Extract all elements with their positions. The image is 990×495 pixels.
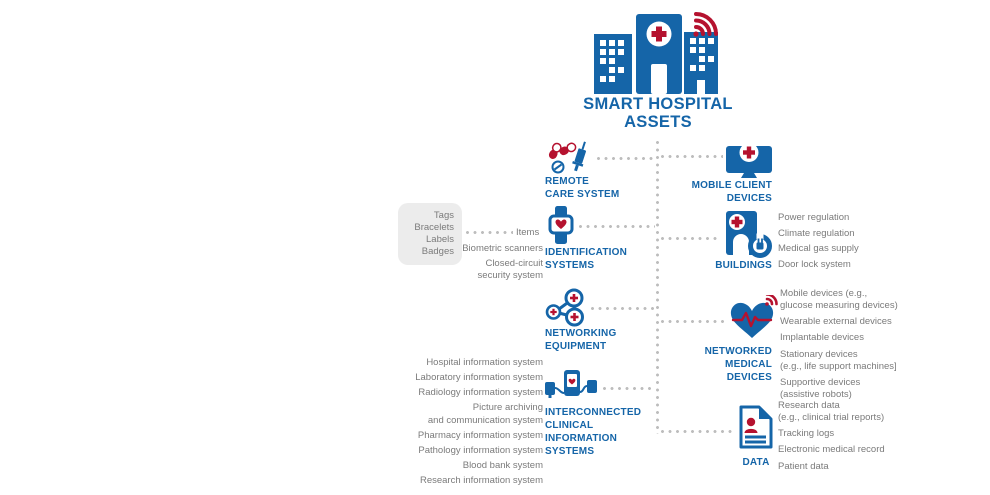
items-label: Items [516,227,540,238]
buildings-detail-list: Power regulation Climate regulation Medi… [778,212,859,271]
networked-medical-devices-label: NETWORKED MEDICAL DEVICES [704,346,772,383]
identification-detail-list: Biometric scanners Closed-circuit securi… [400,243,543,282]
document-person-icon [737,403,775,456]
connected-devices-icon [543,369,601,410]
smartwatch-heart-icon [547,205,575,250]
remote-care-label: REMOTE CARE SYSTEM [545,176,620,200]
list-item: Laboratory information system [415,372,543,384]
list-item: Medical gas supply [778,243,859,255]
list-item: Implantable devices [780,332,864,344]
networking-equipment-label: NETWORKING EQUIPMENT [545,328,617,352]
data-label: DATA [742,457,770,468]
connector-data [661,430,735,433]
connector-buildings [661,237,718,240]
list-item: Door lock system [778,258,851,270]
tag-item: Tags [433,209,454,221]
list-item: Radiology information system [418,387,543,399]
building-power-icon [719,209,773,264]
tag-item: Labels [426,234,454,245]
tag-item: Bracelets [414,221,454,233]
list-item: Mobile devices (e.g., glucose measuring … [780,288,898,312]
list-item: Stationary devices (e.g., life support m… [780,348,897,372]
list-item: Tracking logs [778,428,835,440]
list-item: Blood bank system [462,460,543,472]
pills-syringe-icon [544,139,594,182]
list-item: Pathology information system [418,444,543,456]
connector-remote-care [597,157,655,160]
list-item: Climate regulation [778,227,855,239]
identification-systems-label: IDENTIFICATION SYSTEMS [545,247,628,271]
list-item: Power regulation [778,212,850,223]
network-nodes-icon [545,288,589,333]
list-item: Research data (e.g., clinical trial repo… [778,400,885,424]
networked-medical-detail-list: Mobile devices (e.g., glucose measuring … [780,288,898,401]
list-item: Closed-circuit security system [477,258,543,282]
list-item: Biometric scanners [462,243,543,254]
wifi-signal-icon [693,12,718,37]
mobile-client-devices-label: MOBILE CLIENT DEVICES [691,180,772,204]
data-detail-list: Research data (e.g., clinical trial repo… [778,400,885,473]
list-item: Patient data [778,460,829,472]
monitor-cross-icon [725,139,773,184]
list-item: Research information system [419,475,543,487]
heart-pulse-wifi-icon [726,293,780,348]
buildings-label: BUILDINGS [715,260,772,271]
list-item: Hospital information system [426,357,543,368]
central-connector-line [656,141,659,434]
connector-icis [603,387,655,390]
list-item: Supportive devices (assistive robots) [780,376,861,401]
identification-tags-box: Tags Bracelets Labels Badges [398,203,462,265]
smart-hospital-icon [592,6,724,96]
list-item: Picture archiving and communication syst… [427,402,543,426]
tag-item: Badges [421,246,454,258]
connector-networking [591,307,655,310]
icis-detail-list: Hospital information system Laboratory i… [393,357,543,487]
diagram-title: SMART HOSPITAL ASSETS [583,95,733,132]
icis-label: INTERCONNECTED CLINICAL INFORMATION SYST… [545,407,642,457]
list-item: Pharmacy information system [417,429,543,441]
connector-items [466,231,513,234]
wifi-signal-icon [765,293,778,306]
list-item: Wearable external devices [780,316,892,328]
list-item: Electronic medical record [778,444,885,456]
connector-identification [579,225,655,228]
connector-mobile-client [661,155,723,158]
connector-networked-medical [661,320,725,323]
